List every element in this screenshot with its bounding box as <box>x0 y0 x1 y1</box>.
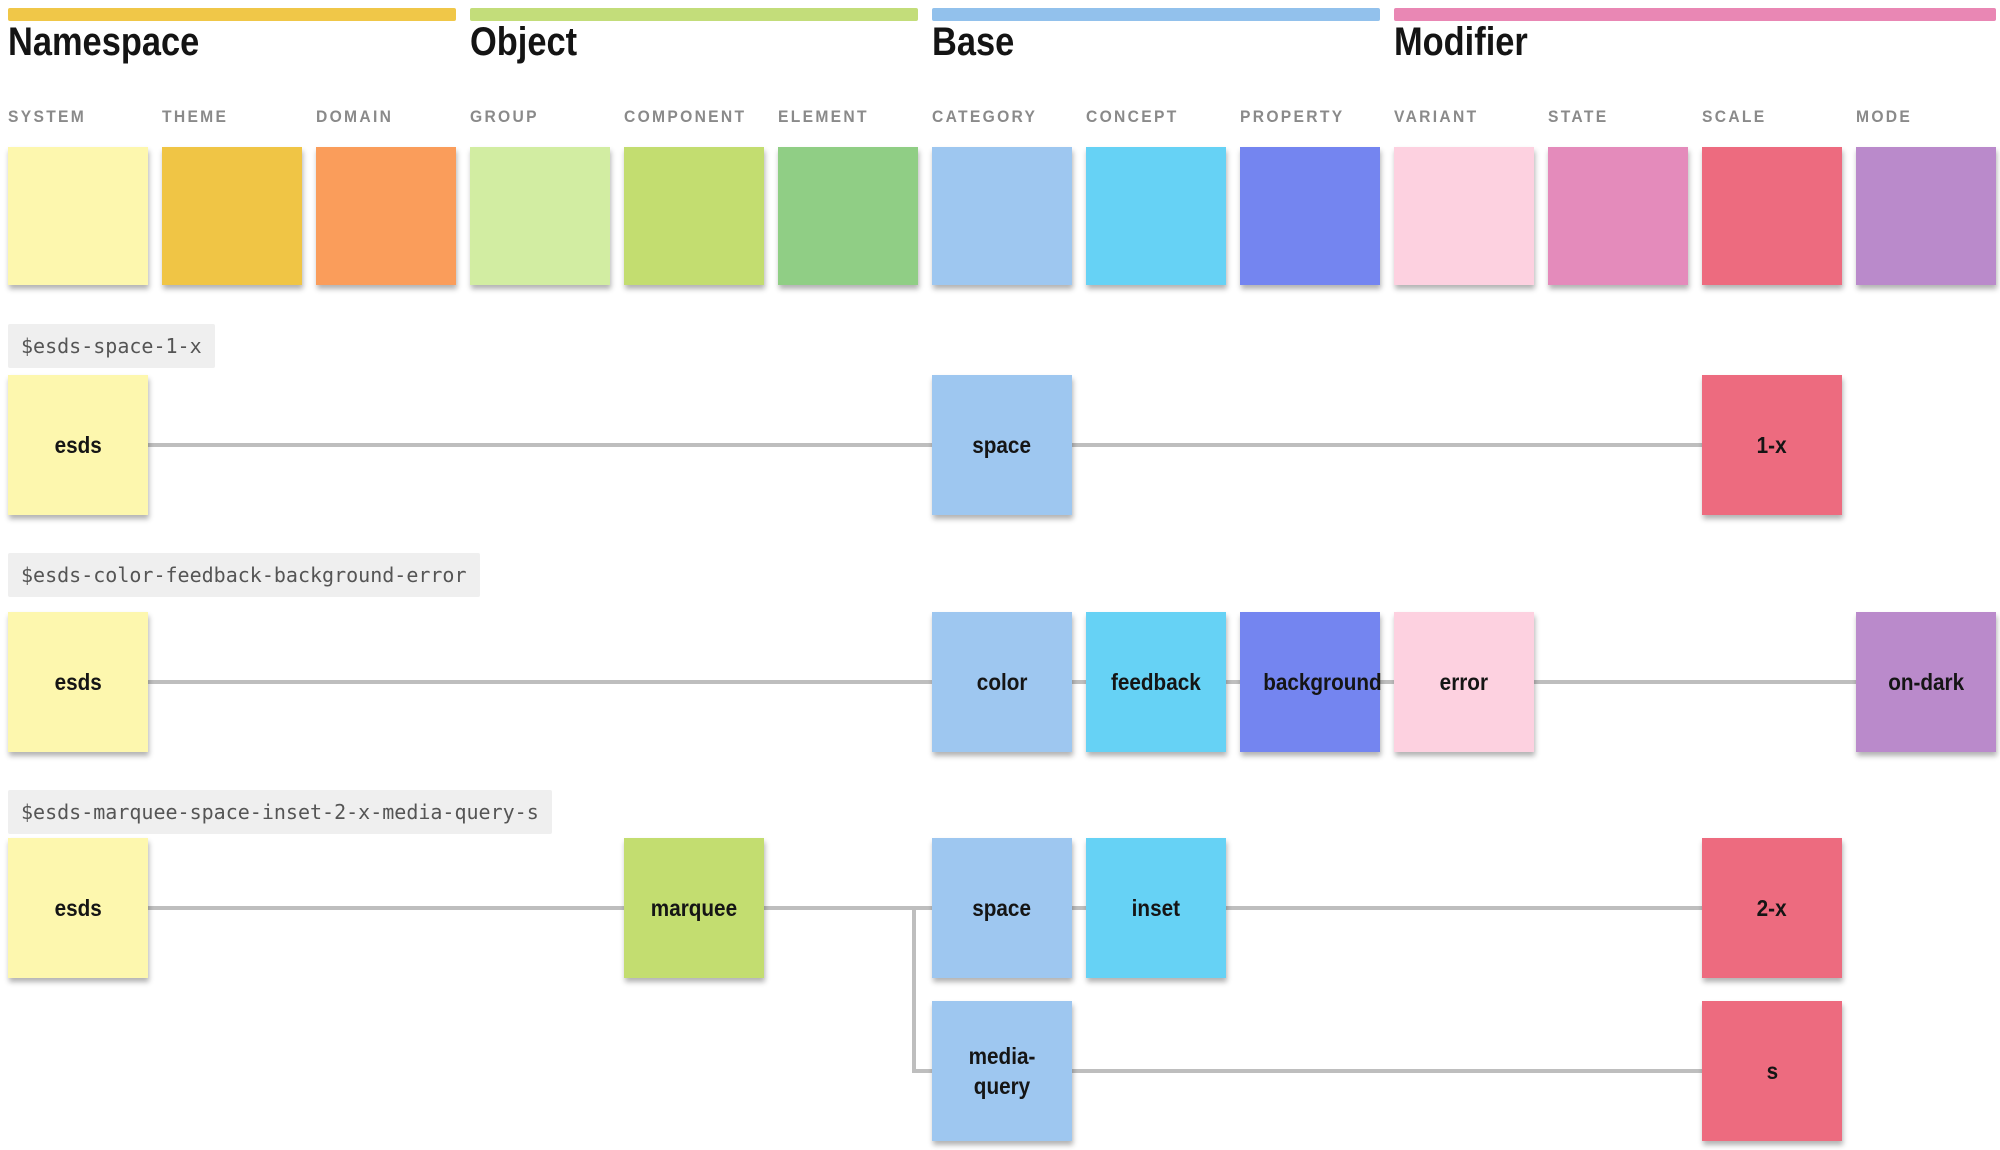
column-label-concept: CONCEPT <box>1086 107 1179 126</box>
connector-line <box>912 1069 1772 1073</box>
token-name-label: $esds-color-feedback-background-error <box>8 553 480 597</box>
token-box-label: space <box>972 432 1032 458</box>
column-label-domain: DOMAIN <box>316 107 394 126</box>
token-box-label: on-dark <box>1888 669 1964 695</box>
token-box-label: space <box>972 895 1032 921</box>
column-label-element: ELEMENT <box>778 107 869 126</box>
token-box-2-x: 2-x <box>1702 838 1842 978</box>
column-label-system: SYSTEM <box>8 107 87 126</box>
token-box-color: color <box>932 612 1072 752</box>
token-box-label: color <box>976 669 1028 695</box>
token-box-s: s <box>1702 1001 1842 1141</box>
token-box-label: inset <box>1131 895 1181 921</box>
token-box-label: esds <box>54 669 102 695</box>
token-box-feedback: feedback <box>1086 612 1226 752</box>
column-label-group: GROUP <box>470 107 539 126</box>
column-label-category: CATEGORY <box>932 107 1038 126</box>
connector-line <box>78 443 1772 447</box>
token-box-label: esds <box>54 895 102 921</box>
column-label-component: COMPONENT <box>624 107 747 126</box>
token-box-label: feedback <box>1111 669 1201 695</box>
column-swatch-system <box>8 147 148 285</box>
section-bar-modifier <box>1394 8 1996 21</box>
section-bar-base <box>932 8 1380 21</box>
token-box-space: space <box>932 838 1072 978</box>
column-swatch-category <box>932 147 1072 285</box>
token-box-esds: esds <box>8 612 148 752</box>
column-label-theme: THEME <box>162 107 229 126</box>
column-label-property: PROPERTY <box>1240 107 1345 126</box>
token-box-label: esds <box>54 432 102 458</box>
column-swatch-scale <box>1702 147 1842 285</box>
column-swatch-element <box>778 147 918 285</box>
column-swatch-mode <box>1856 147 1996 285</box>
token-box-media-query: media-query <box>932 1001 1072 1141</box>
token-box-esds: esds <box>8 838 148 978</box>
token-name-label: $esds-marquee-space-inset-2-x-media-quer… <box>8 790 552 834</box>
column-swatch-state <box>1548 147 1688 285</box>
token-name-label: $esds-space-1-x <box>8 324 215 368</box>
branch-vertical-line <box>912 906 916 1073</box>
connector-line <box>78 906 1772 910</box>
column-swatch-theme <box>162 147 302 285</box>
column-swatch-component <box>624 147 764 285</box>
section-bar-object <box>470 8 918 21</box>
section-title-object: Object <box>470 20 578 64</box>
column-swatch-property <box>1240 147 1380 285</box>
column-swatch-domain <box>316 147 456 285</box>
column-label-scale: SCALE <box>1702 107 1767 126</box>
token-box-1-x: 1-x <box>1702 375 1842 515</box>
section-title-base: Base <box>932 20 1015 64</box>
column-label-variant: VARIANT <box>1394 107 1479 126</box>
token-box-esds: esds <box>8 375 148 515</box>
token-box-on-dark: on-dark <box>1856 612 1996 752</box>
column-swatch-variant <box>1394 147 1534 285</box>
section-bar-namespace <box>8 8 456 21</box>
token-box-label: s <box>1766 1058 1778 1084</box>
column-swatch-group <box>470 147 610 285</box>
column-swatch-concept <box>1086 147 1226 285</box>
section-title-namespace: Namespace <box>8 20 200 64</box>
token-box-label: media-query <box>968 1043 1036 1099</box>
token-box-label: 1-x <box>1757 432 1787 458</box>
token-box-inset: inset <box>1086 838 1226 978</box>
section-title-modifier: Modifier <box>1394 20 1528 64</box>
token-box-label: background <box>1263 669 1382 695</box>
token-box-label: marquee <box>650 895 738 921</box>
token-box-label: 2-x <box>1757 895 1787 921</box>
column-label-state: STATE <box>1548 107 1609 126</box>
token-box-space: space <box>932 375 1072 515</box>
token-box-label: error <box>1439 669 1489 695</box>
token-box-marquee: marquee <box>624 838 764 978</box>
token-box-background: background <box>1240 612 1382 752</box>
column-label-mode: MODE <box>1856 107 1913 126</box>
token-box-error: error <box>1394 612 1534 752</box>
